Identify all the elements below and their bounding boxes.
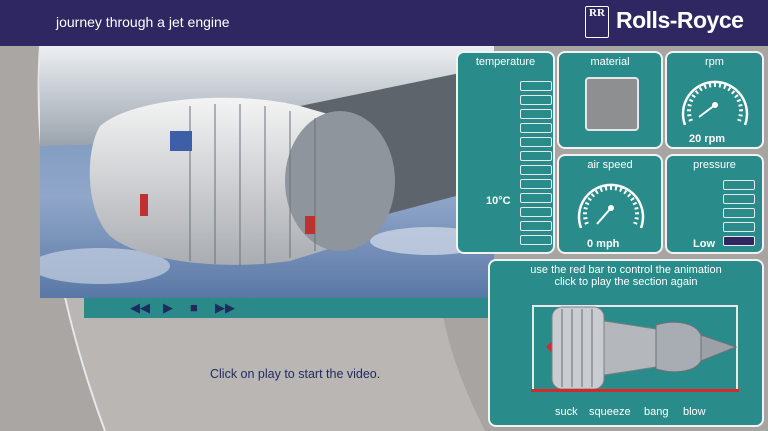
air-speed-dial-icon	[577, 183, 645, 229]
animation-scrub-bar[interactable]	[531, 389, 739, 392]
section-squeeze[interactable]: squeeze	[589, 406, 631, 418]
section-suck[interactable]: suck	[555, 406, 578, 418]
video-controls-bar	[84, 298, 494, 318]
temperature-bar-segment	[520, 235, 552, 245]
temperature-bar-segment	[520, 95, 552, 105]
animation-instruction-2: click to play the section again	[554, 276, 698, 288]
play-button[interactable]: ▶	[163, 300, 173, 315]
temperature-bar-segment	[520, 151, 552, 161]
pressure-bar-segment	[723, 208, 755, 218]
section-bang[interactable]: bang	[644, 406, 669, 418]
rewind-button[interactable]: ◀◀	[130, 300, 150, 315]
pressure-panel: pressure Low	[665, 154, 764, 254]
logo-emblem-text: RR	[589, 7, 605, 19]
temperature-panel: temperature 10°C	[456, 51, 555, 254]
rpm-panel: rpm 20 rpm	[665, 51, 764, 149]
pressure-bar-segment-active	[723, 236, 755, 246]
temperature-bar-segment	[520, 165, 552, 175]
temperature-bar-segment	[520, 221, 552, 231]
rpm-dial-icon	[681, 80, 749, 126]
temperature-label: temperature	[475, 56, 536, 68]
temperature-reading: 10°C	[486, 195, 511, 207]
pressure-bar-segment	[723, 194, 755, 204]
brand-name: Rolls-Royce	[616, 7, 744, 33]
rpm-reading: 20 rpm	[689, 133, 726, 145]
material-swatch	[585, 77, 639, 131]
temperature-bar-segment	[520, 193, 552, 203]
temperature-bar-segment	[520, 81, 552, 91]
fast-forward-button[interactable]: ▶▶	[215, 300, 235, 315]
pressure-reading: Low	[693, 238, 715, 250]
air-speed-reading: 0 mph	[587, 238, 620, 250]
header-bar	[0, 0, 768, 46]
engine-cutaway-icon[interactable]	[526, 295, 746, 399]
pressure-label: pressure	[693, 159, 736, 171]
video-status-message: Click on play to start the video.	[210, 367, 381, 381]
material-label: material	[590, 56, 630, 68]
video-frame[interactable]	[40, 46, 494, 298]
temperature-bar-segment	[520, 109, 552, 119]
air-speed-panel: air speed 0 mph	[557, 154, 663, 254]
rolls-royce-emblem-icon: RR	[585, 6, 609, 38]
animation-instruction-1: use the red bar to control the animation	[530, 264, 722, 276]
material-panel: material	[557, 51, 663, 149]
temperature-bar-segment	[520, 123, 552, 133]
temperature-bar-segment	[520, 207, 552, 217]
temperature-bar-segment	[520, 137, 552, 147]
page-title: journey through a jet engine	[56, 14, 230, 30]
pressure-bar-segment	[723, 222, 755, 232]
rpm-label: rpm	[705, 56, 724, 68]
stop-button[interactable]: ■	[190, 300, 198, 315]
animation-panel: use the red bar to control the animation…	[488, 259, 764, 427]
pressure-bar-segment	[723, 180, 755, 190]
section-blow[interactable]: blow	[683, 406, 706, 418]
air-speed-label: air speed	[587, 159, 633, 171]
temperature-bar-segment	[520, 179, 552, 189]
